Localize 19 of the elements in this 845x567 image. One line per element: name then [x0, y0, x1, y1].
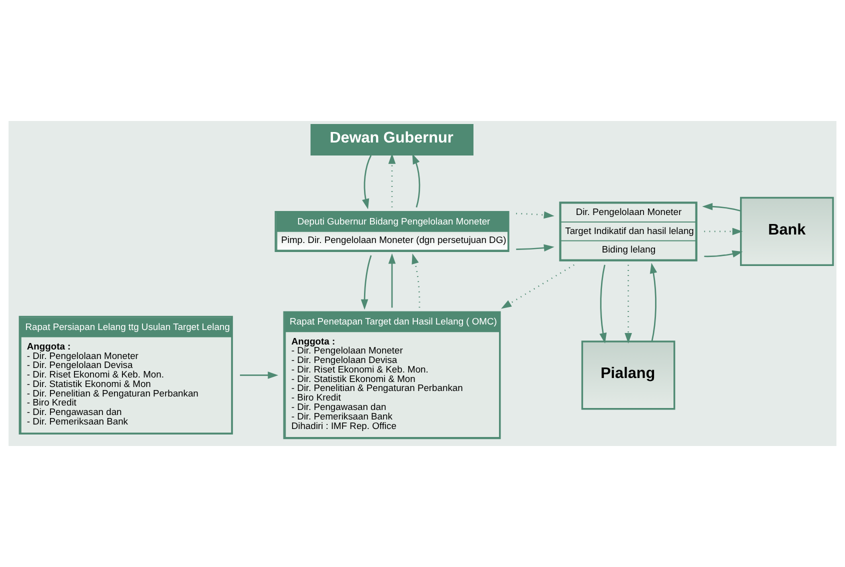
- arrow: [599, 264, 607, 344]
- node-box: Pialang: [581, 340, 676, 410]
- arrow: [360, 255, 372, 310]
- arrow: [501, 264, 574, 309]
- arrow: [362, 155, 372, 210]
- arrow: [702, 202, 741, 212]
- arrow: [388, 153, 396, 208]
- arrow: [240, 372, 278, 379]
- node-box: Dewan Gubernur: [310, 124, 474, 156]
- arrow: [412, 154, 420, 208]
- node-box: Bank: [740, 196, 834, 266]
- arrow: [412, 253, 420, 308]
- arrow: [388, 253, 396, 308]
- arrow: [650, 262, 658, 342]
- arrow: [624, 264, 632, 344]
- arrow: [516, 244, 554, 252]
- arrow: [516, 211, 554, 219]
- arrow: [704, 250, 743, 258]
- arrow: [704, 228, 743, 236]
